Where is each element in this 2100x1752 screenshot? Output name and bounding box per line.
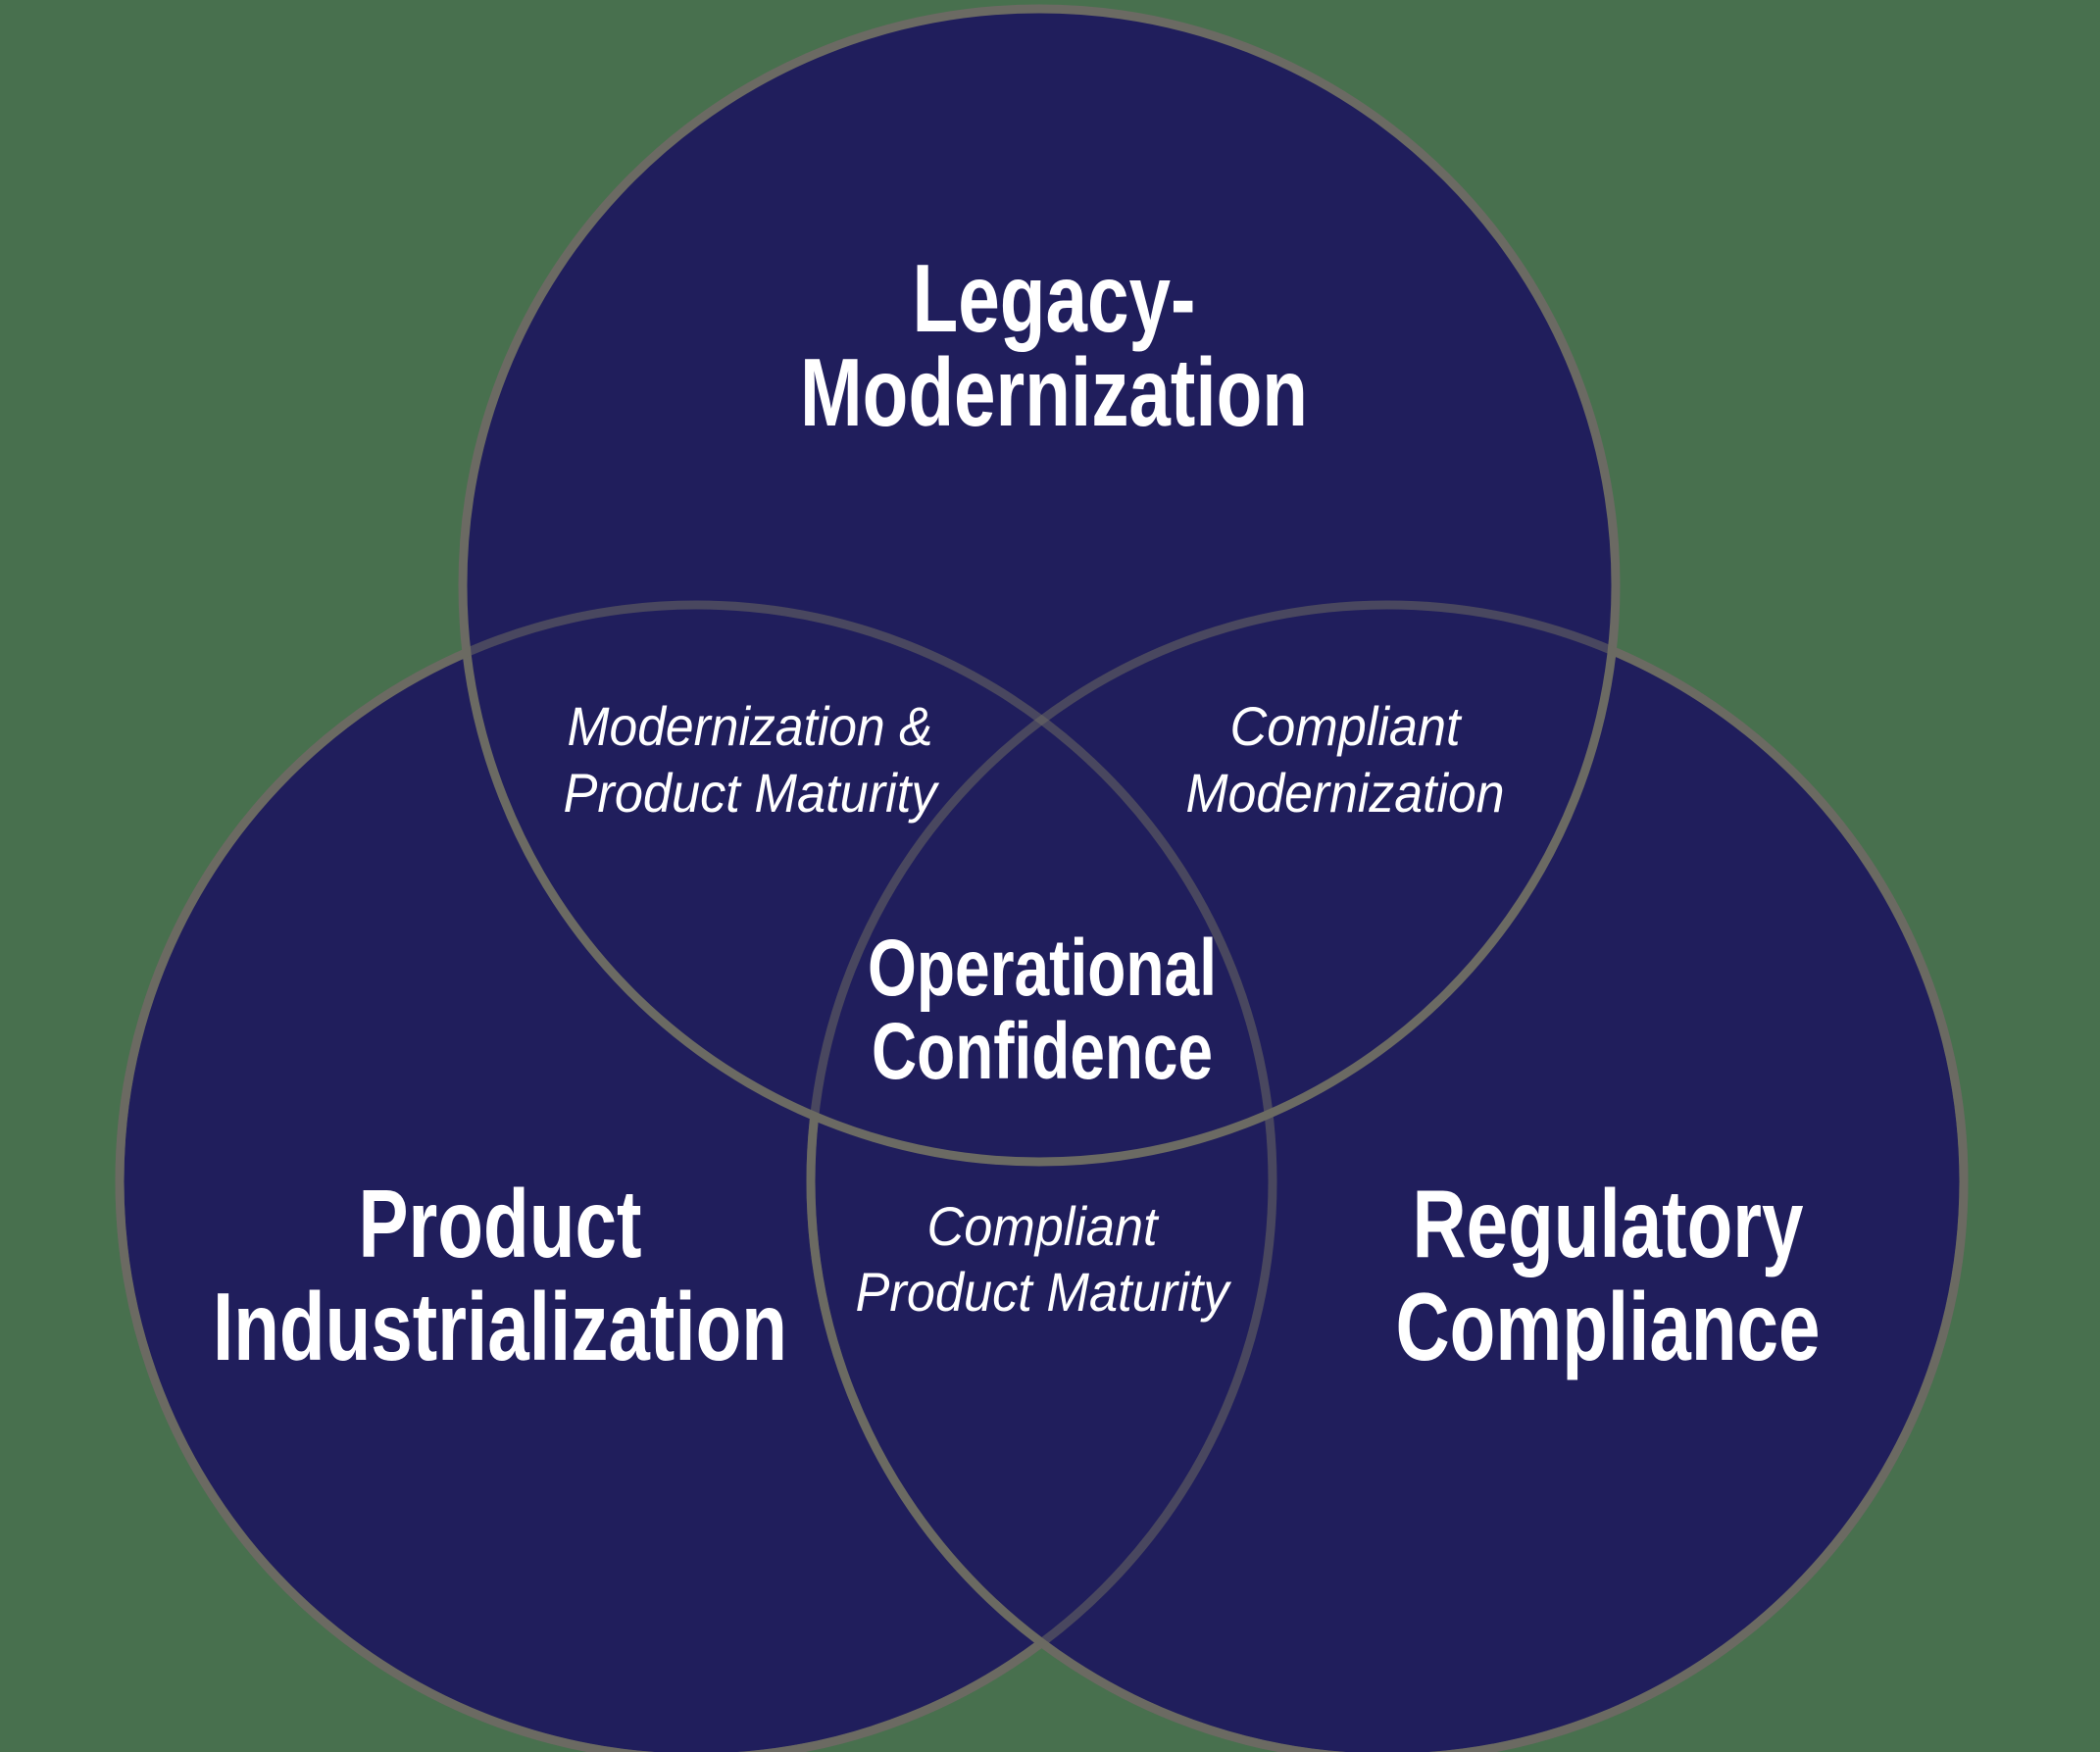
label-regulatory-compliance-line1: Regulatory: [1413, 1170, 1804, 1277]
label-compliant-modernization-line2: Modernization: [1186, 762, 1505, 824]
label-compliant-product-maturity-line1: Compliant: [927, 1195, 1160, 1257]
label-modernization-product-maturity-line1: Modernization &: [568, 695, 933, 757]
label-operational-confidence-line2: Confidence: [872, 1007, 1213, 1096]
label-compliant-modernization-line1: Compliant: [1230, 695, 1463, 757]
circle-product-outline-overlay: [115, 600, 1277, 1752]
label-legacy-modernization-line1: Legacy-: [913, 244, 1196, 352]
label-operational-confidence-line1: Operational: [868, 924, 1217, 1013]
label-regulatory-compliance-line2: Compliance: [1396, 1273, 1821, 1380]
label-product-industrialization-line1: Product: [359, 1170, 642, 1277]
label-compliant-product-maturity-line2: Product Maturity: [856, 1261, 1232, 1323]
circle-legacy-modernization: [458, 4, 1621, 1167]
label-modernization-product-maturity-line2: Product Maturity: [564, 762, 940, 824]
label-legacy-modernization-line2: Modernization: [800, 338, 1308, 446]
label-product-industrialization-line2: Industrialization: [213, 1273, 787, 1380]
circle-regulatory-outline-overlay: [806, 600, 1969, 1752]
